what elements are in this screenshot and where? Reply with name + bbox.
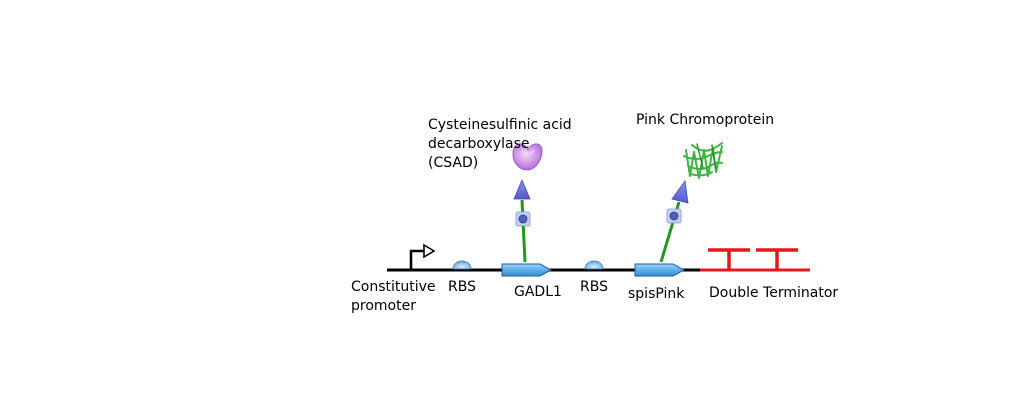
csad-protein-label: Cysteinesulfinic acid decarboxylase (CSA… <box>428 117 572 171</box>
arrow-head-icon <box>671 179 689 204</box>
csad-protein-blob-icon <box>512 143 543 171</box>
spispink-label: spisPink <box>628 286 685 302</box>
promoter-bent-arrow-icon <box>409 243 436 270</box>
arrow-head-icon <box>513 178 531 200</box>
rbs-2-half-circle-icon <box>584 260 604 270</box>
cds-spispink-block-arrow-icon <box>634 263 686 277</box>
double-terminator-t-shape-icon <box>700 248 810 272</box>
expression-arrow-1 <box>513 178 531 263</box>
double-terminator-label: Double Terminator <box>709 285 839 301</box>
rbs-2-label: RBS <box>580 279 608 295</box>
pink-chromoprotein-label: Pink Chromoprotein <box>636 112 775 128</box>
pink-chromoprotein-beta-barrel-icon <box>683 142 723 179</box>
promoter-label: Constitutive promoter <box>351 279 436 314</box>
cds-gadl1-block-arrow-icon <box>501 263 553 277</box>
gadl1-label: GADL1 <box>514 284 562 300</box>
rbs-1-label: RBS <box>448 279 476 295</box>
expression-arrow-2 <box>659 179 689 263</box>
rbs-1-half-circle-icon <box>452 260 472 270</box>
